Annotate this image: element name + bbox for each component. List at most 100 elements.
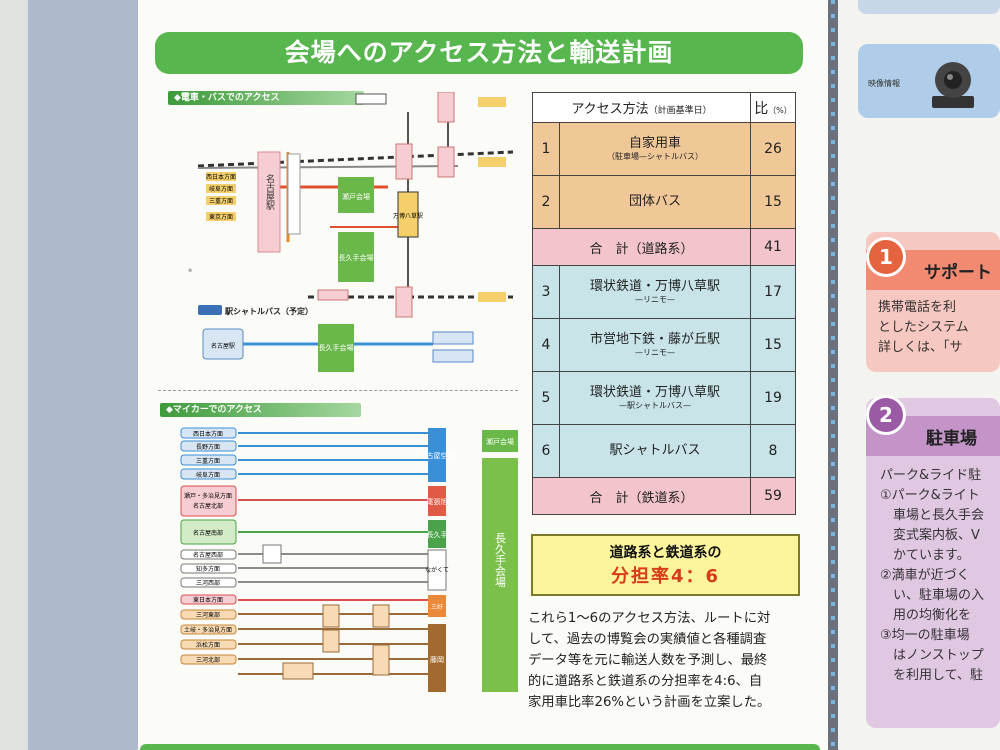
parking-line: 用の均衡化を — [880, 608, 972, 623]
top-card — [858, 0, 1000, 14]
header-method-label: アクセス方法 — [571, 102, 649, 117]
row-pct: 19 — [750, 371, 796, 425]
table-subtotal-row: 合 計（鉄道系） 59 — [532, 477, 796, 515]
camera-info-label: 映像情報 — [868, 79, 900, 88]
row-number: 4 — [532, 318, 560, 372]
header-method-note: （計画基準日） — [648, 106, 712, 116]
rail-line — [197, 150, 514, 168]
row-pct: 26 — [750, 122, 796, 176]
svg-text:尾張旭: 尾張旭 — [427, 497, 448, 506]
table-row: 2 団体バス 15 — [532, 175, 796, 229]
row-method-label: 市営地下鉄・藤が丘駅 — [589, 332, 720, 347]
dest-label: 三重方面 — [209, 197, 233, 205]
row-method-sub: （駐車場—シャトルバス） — [607, 152, 703, 161]
svg-text:三好: 三好 — [431, 603, 443, 611]
header-pct: 比（%） — [750, 92, 796, 123]
parking-line: 車場と長久手会 — [880, 508, 985, 523]
table-header-row: アクセス方法（計画基準日） 比（%） — [532, 92, 796, 123]
seto-venue-label: 瀬戸会場 — [486, 437, 514, 446]
parking-line: ①パーク&ライト — [880, 488, 980, 503]
paragraph-line: して、過去の博覧会の実績値と各種調査 — [528, 632, 767, 647]
dest-box — [478, 292, 506, 302]
yakusa-station-box — [397, 191, 419, 238]
row-number: 6 — [532, 424, 560, 478]
svg-text:三河東部: 三河東部 — [196, 611, 220, 619]
section-separator — [158, 390, 518, 391]
parking-line: パーク&ライド駐 — [880, 468, 982, 483]
svg-text:東日本方面: 東日本方面 — [193, 596, 223, 604]
table-row: 5 環状鉄道・万博八草駅—駅シャトルバス— 19 — [532, 371, 796, 425]
svg-text:長野方面: 長野方面 — [196, 443, 220, 451]
map-note: ※ — [188, 268, 192, 274]
support-line: 携帯電話を利 — [878, 300, 957, 315]
share-ratio-box: 道路系と鉄道系の 分担率4：6 — [531, 534, 800, 596]
station-box — [437, 92, 455, 123]
station-box — [395, 286, 413, 318]
car-map: 西日本方面 長野方面 三重方面 岐阜方面 名古屋空港 瀬戸・多治見方面 名古屋北… — [158, 420, 520, 695]
row-method: 市営地下鉄・藤が丘駅—リニモ— — [559, 318, 751, 372]
green-routes: 名古屋南部 長久手 — [180, 519, 448, 548]
dest-label: 西日本方面 — [206, 173, 236, 181]
row-method-label: 駅シャトルバス — [609, 443, 701, 458]
dest-box — [478, 157, 506, 167]
parking-title: 駐車場 — [926, 429, 977, 449]
subhead-car-text: ◆マイカーでのアクセス — [166, 405, 262, 415]
train-map: 名古屋駅 西日本方面 岐阜方面 三重方面 東京方面 瀬戸会場 長久手会場 万博八… — [158, 92, 518, 390]
svg-text:三河西部: 三河西部 — [196, 579, 220, 587]
shuttle-title: 駅シャトルバス（予定） — [225, 306, 313, 316]
bus-icon — [198, 305, 222, 315]
row-pct: 8 — [750, 424, 796, 478]
station-box — [395, 143, 413, 180]
rail-line — [197, 165, 459, 169]
nagoya-station-box — [257, 151, 281, 253]
row-method-label: 団体バス — [628, 194, 681, 209]
row-number: 2 — [532, 175, 560, 229]
row-number: 1 — [532, 122, 560, 176]
dest-box — [206, 212, 236, 221]
dest-box — [355, 93, 387, 105]
row-method: 環状鉄道・万博八草駅—駅シャトルバス— — [559, 371, 751, 425]
orange-routes: 東日本方面 三好 三河東部 土岐・多治見方面 浜松方面 三河北部 藤岡 — [180, 594, 446, 692]
row-method-sub: —駅シャトルバス— — [619, 401, 691, 410]
camera-info-box — [858, 44, 1000, 118]
row-method-label: 環状鉄道・万博八草駅 — [589, 279, 720, 294]
red-routes: 瀬戸・多治見方面 名古屋北部 尾張旭 — [180, 485, 448, 517]
table-row: 3 環状鉄道・万博八草駅—リニモ— 17 — [532, 265, 796, 319]
nagakute-venue-bar — [482, 458, 518, 692]
dest-box — [206, 172, 236, 181]
table-subtotal-row: 合 計（道路系） 41 — [532, 228, 796, 266]
row-method-label: 自家用車 — [628, 136, 681, 151]
station-box — [437, 146, 455, 178]
header-pct-label: 比 — [754, 100, 769, 117]
train-destination-list: 西日本方面 岐阜方面 三重方面 東京方面 — [206, 172, 236, 221]
bus-stop-box — [432, 331, 474, 345]
row-method-sub: —リニモ— — [635, 348, 675, 357]
nagoya-station-label: 名古屋駅 — [264, 173, 275, 211]
nagakute-venue-box — [338, 232, 374, 282]
train-map-svg: 名古屋駅 西日本方面 岐阜方面 三重方面 東京方面 瀬戸会場 長久手会場 万博八… — [188, 92, 514, 372]
parking-line: い、駐車場の入 — [880, 588, 985, 603]
svg-text:瀬戸・多治見方面: 瀬戸・多治見方面 — [184, 492, 232, 500]
seto-venue-label: 瀬戸会場 — [342, 192, 370, 201]
table-row: 1 自家用車（駐車場—シャトルバス） 26 — [532, 122, 796, 176]
car-map-svg: 西日本方面 長野方面 三重方面 岐阜方面 名古屋空港 瀬戸・多治見方面 名古屋北… — [180, 427, 518, 692]
paragraph-line: 家用車比率26%という計画を立案した。 — [528, 695, 771, 710]
paragraph-line: データ等を元に輸送人数を予測し、最終 — [528, 653, 768, 668]
parking-number-badge: 2 — [866, 395, 906, 435]
support-line: としたシステム — [878, 320, 969, 335]
yakusa-station-label: 万博八草駅 — [393, 212, 423, 220]
svg-text:名古屋西部: 名古屋西部 — [193, 551, 223, 559]
svg-text:名古屋南部: 名古屋南部 — [193, 529, 223, 537]
table-row: 4 市営地下鉄・藤が丘駅—リニモ— 15 — [532, 318, 796, 372]
station-box — [317, 289, 349, 301]
svg-text:藤岡: 藤岡 — [430, 655, 444, 664]
parking-line: はノンストップ — [880, 648, 984, 663]
support-number-badge: 1 — [866, 237, 906, 277]
row-method: 団体バス — [559, 175, 751, 229]
row-method-sub: —リニモ— — [635, 295, 675, 304]
row-method: 駅シャトルバス — [559, 424, 751, 478]
line-box — [287, 153, 301, 235]
parking-line: 変式案内板、V — [880, 528, 980, 543]
header-pct-unit: （%） — [768, 105, 792, 115]
